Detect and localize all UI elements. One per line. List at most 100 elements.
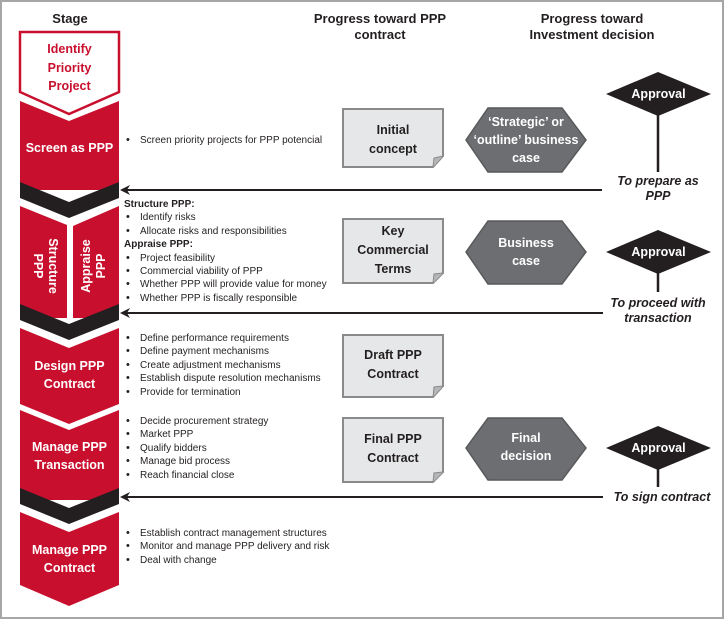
task-item: Market PPP — [124, 428, 268, 442]
appraise-subtitle: Appraise PPP: — [124, 239, 193, 251]
task-item: Provide for termination — [124, 386, 321, 400]
approval-3-caption: To sign contract — [604, 490, 720, 505]
header-stage: Stage — [30, 11, 110, 27]
hexagon-final-decision-label: Final decision — [462, 429, 590, 465]
document-line: Contract — [367, 367, 419, 381]
task-item: Create adjustment mechanisms — [124, 359, 321, 373]
document-line: Contract — [367, 451, 419, 465]
hexagon-business-case-label: Business case — [462, 234, 590, 270]
caption-line: To proceed with — [610, 296, 706, 310]
document-draft-contract-shape — [342, 334, 444, 398]
separator-2 — [20, 304, 119, 340]
stage-manage-transaction-line1: Manage PPP — [31, 440, 108, 454]
approval-diamond-1-shape — [606, 72, 711, 172]
approval-1-label: Approval — [606, 86, 711, 102]
stage-identify-shape — [18, 30, 121, 116]
stage-manage-contract-label: Manage PPP Contract — [20, 541, 119, 577]
stage-manage-contract-line1: Manage PPP — [31, 543, 108, 557]
decision-line: Business — [498, 236, 554, 250]
stage-appraise-line1: Appraise — [79, 239, 93, 293]
decision-line: case — [512, 254, 540, 268]
stage-appraise-label: Appraise PPP — [79, 218, 111, 314]
decision-line: ‘Strategic’ or — [488, 115, 564, 129]
tasks-manage-transaction: Decide procurement strategy Market PPP Q… — [124, 415, 268, 482]
task-item: Establish dispute resolution mechanisms — [124, 372, 321, 386]
caption-line: transaction — [624, 311, 692, 325]
task-item: Commercial viability of PPP — [124, 265, 327, 279]
tasks-screen: Screen priority projects for PPP potenci… — [124, 134, 322, 148]
document-final-contract-shape — [342, 417, 444, 483]
task-item: Qualify bidders — [124, 442, 268, 456]
hexagon-business-case-shape — [465, 220, 587, 285]
feedback-arrow-2 — [120, 308, 603, 318]
stage-structure-shape — [20, 206, 67, 318]
approval-3-label: Approval — [606, 440, 711, 456]
tasks-structure-appraise: Structure PPP: Identify risks Allocate r… — [124, 198, 327, 306]
caption-line: PPP — [645, 189, 671, 203]
task-item: Whether PPP will provide value for money — [124, 278, 327, 292]
structure-subtitle: Structure PPP: — [124, 199, 195, 210]
stage-screen-shape — [20, 101, 119, 190]
tasks-manage-contract: Establish contract management structures… — [124, 527, 329, 568]
task-item: Monitor and manage PPP delivery and risk — [124, 540, 329, 554]
stage-design-label: Design PPP Contract — [20, 357, 119, 393]
stage-structure-label: Structure PPP — [28, 218, 60, 314]
approval-text: Approval — [631, 87, 686, 101]
hexagon-strategic-case-label: ‘Strategic’ or ‘outline’ business case — [462, 113, 590, 167]
document-line: Draft PPP — [364, 348, 422, 362]
stage-screen-line1: Screen as PPP — [25, 141, 114, 155]
approval-diamond-2-shape — [606, 230, 711, 292]
task-item: Screen priority projects for PPP potenci… — [124, 134, 322, 148]
caption-line: To prepare as — [617, 174, 699, 188]
document-line: Commercial — [357, 243, 429, 257]
approval-diamond-3-shape — [606, 426, 711, 487]
separator-1 — [20, 182, 119, 218]
feedback-arrow-3 — [120, 492, 603, 502]
task-item: Project feasibility — [124, 252, 327, 266]
header-stage-text: Stage — [52, 11, 88, 26]
stage-design-line2: Contract — [43, 377, 96, 391]
task-item: Allocate risks and responsibilities — [124, 225, 327, 239]
document-key-commercial-terms-shape — [342, 218, 444, 284]
document-line: Key — [381, 224, 405, 238]
stage-design-line1: Design PPP — [34, 359, 105, 373]
stage-manage-contract-line2: Contract — [43, 561, 96, 575]
stage-design-shape — [20, 328, 119, 424]
document-line: Final PPP — [364, 432, 422, 446]
header-ppp-contract-line2: contract — [354, 27, 406, 42]
feedback-arrow-1 — [120, 185, 602, 195]
decision-line: ‘outline’ business — [473, 133, 579, 147]
separator-3 — [20, 488, 119, 524]
document-initial-concept-shape — [342, 108, 444, 168]
task-item: Decide procurement strategy — [124, 415, 268, 429]
hexagon-strategic-case-shape — [465, 107, 587, 173]
stage-manage-transaction-shape — [20, 410, 119, 500]
stage-manage-transaction-line2: Transaction — [34, 458, 105, 472]
task-item: Identify risks — [124, 211, 327, 225]
stage-identify-label: Identify Priority Project — [20, 40, 119, 96]
stage-structure-line2: PPP — [31, 253, 45, 279]
document-final-contract-label: Final PPP Contract — [343, 430, 443, 468]
stage-appraise-line2: PPP — [94, 253, 108, 279]
header-investment: Progress toward Investment decision — [512, 11, 672, 43]
task-item: Reach financial close — [124, 469, 268, 483]
document-line: concept — [369, 142, 417, 156]
approval-1-caption: To prepare as PPP — [596, 174, 720, 204]
decision-line: decision — [500, 449, 552, 463]
approval-2-label: Approval — [606, 244, 711, 260]
stage-identify-line3: Project — [48, 79, 91, 93]
approval-2-caption: To proceed with transaction — [596, 296, 720, 326]
task-item: Establish contract management structures — [124, 527, 329, 541]
stage-screen-label: Screen as PPP — [20, 139, 119, 157]
task-item: Manage bid process — [124, 455, 268, 469]
hexagon-final-decision-shape — [465, 417, 587, 481]
header-investment-line1: Progress toward — [540, 11, 644, 26]
document-initial-concept-label: Initial concept — [343, 121, 443, 159]
stage-structure-line1: Structure — [46, 238, 60, 294]
decision-line: Final — [511, 431, 541, 445]
stage-identify-line2: Priority — [47, 60, 92, 75]
document-line: Terms — [374, 262, 412, 276]
caption-line: To sign contract — [613, 490, 711, 504]
